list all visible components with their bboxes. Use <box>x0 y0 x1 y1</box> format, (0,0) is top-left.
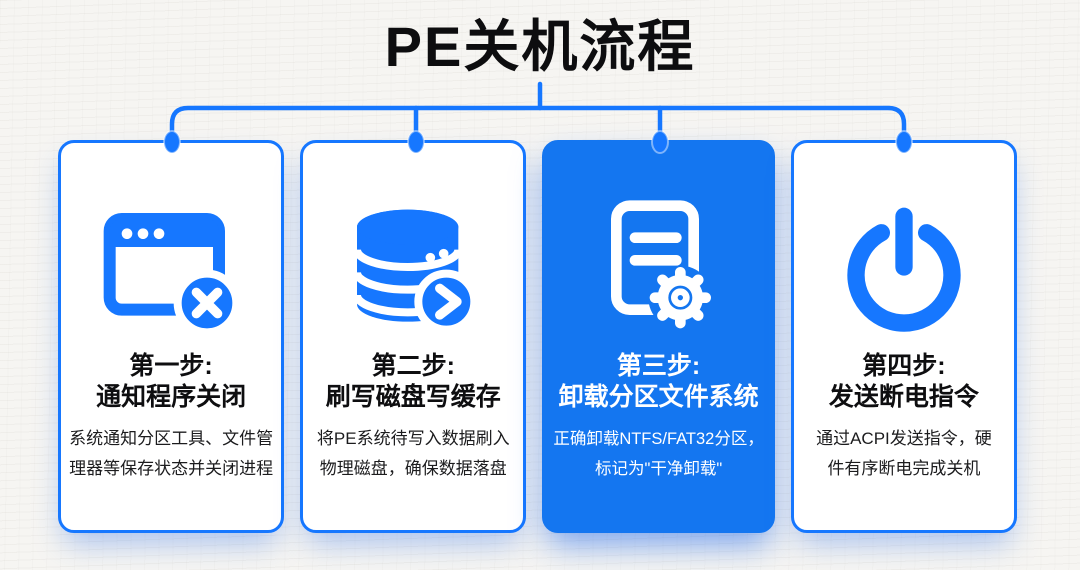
step-description: 正确卸载NTFS/FAT32分区， 标记为"干净卸载" <box>553 430 764 478</box>
window-close-icon <box>69 183 273 351</box>
step-label: 第三步: <box>616 352 701 380</box>
step-label: 第一步: <box>129 352 213 380</box>
database-flush-icon <box>311 183 515 351</box>
page-title: PE关机流程 <box>384 15 696 78</box>
step-card-2: 第二步: 刷写磁盘写缓存 将PE系统待写入数据刷入 物理磁盘，确保数据落盘 <box>300 140 527 533</box>
document-gear-icon <box>553 183 764 351</box>
step-label: 第二步: <box>371 352 455 380</box>
step-card-1: 第一步: 通知程序关闭 系统通知分区工具、文件管 理器等保存状态并关闭进程 <box>58 140 285 533</box>
steps-row: 第一步: 通知程序关闭 系统通知分区工具、文件管 理器等保存状态并关闭进程 <box>58 140 1018 533</box>
step-name: 发送断电指令 <box>828 383 979 411</box>
step-name: 通知程序关闭 <box>96 383 247 411</box>
connector-rail <box>169 105 907 145</box>
step-card-4: 第四步: 发送断电指令 通过ACPI发送指令，硬 件有序断电完成关机 <box>790 140 1018 533</box>
step-description: 通过ACPI发送指令，硬 件有序断电完成关机 <box>816 429 992 478</box>
step-label: 第四步: <box>862 352 946 380</box>
step-card-3: 第三步: 卸载分区文件系统 正确卸载NTFS/FAT32分区， 标记为"干净卸载… <box>542 140 775 533</box>
step-description: 将PE系统待写入数据刷入 物理磁盘，确保数据落盘 <box>316 429 510 478</box>
step-name: 卸载分区文件系统 <box>558 383 759 411</box>
step-description: 系统通知分区工具、文件管 理器等保存状态并关闭进程 <box>69 429 274 478</box>
step-name: 刷写磁盘写缓存 <box>325 383 501 411</box>
power-icon <box>802 183 1006 351</box>
